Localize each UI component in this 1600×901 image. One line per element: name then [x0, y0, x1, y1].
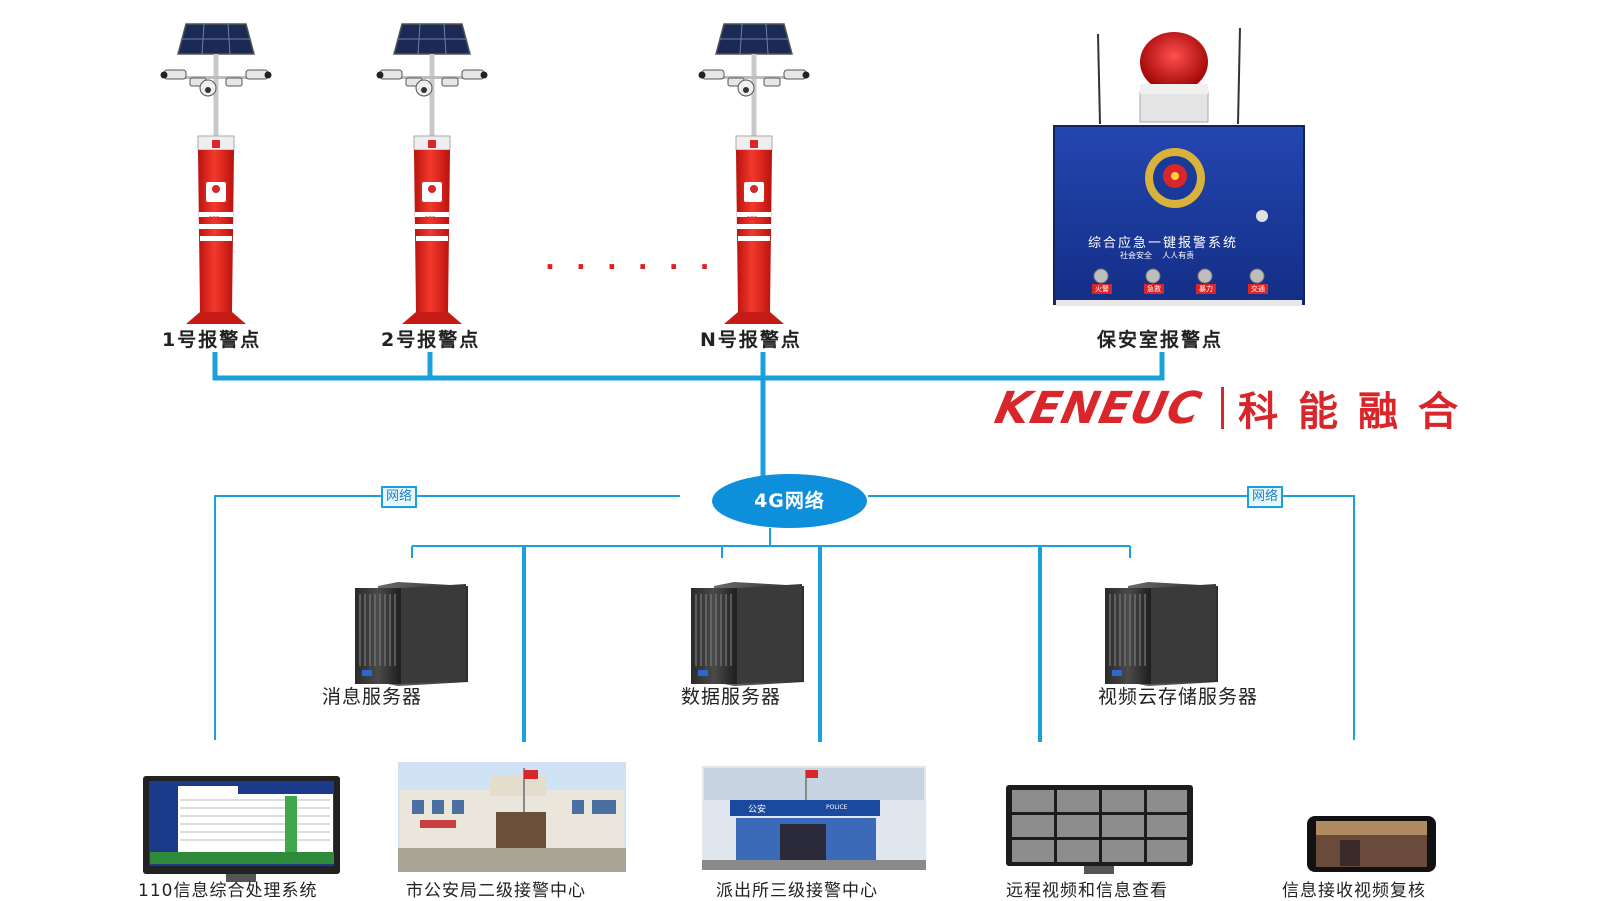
sos-label-n: SOS — [747, 216, 758, 222]
network-tag-right: 网络 — [1247, 486, 1284, 508]
endpoint-110-label: 110信息综合处理系统 — [138, 881, 318, 901]
security-alarm-box-icon — [1053, 27, 1305, 306]
alarm-box-slogan: 社会安全 人人有责 — [1120, 251, 1195, 260]
alarm-box-title: 综合应急一键报警系统 — [1088, 236, 1239, 251]
endpoint-city-label: 市公安局二级接警中心 — [406, 881, 586, 901]
alarm-pole-1-icon — [159, 23, 273, 325]
police-sign-en: POLICE — [826, 804, 848, 811]
alarm-point-2-label: 2号报警点 — [381, 329, 481, 351]
brand-divider — [1221, 387, 1225, 429]
alarm-point-1-label: 1号报警点 — [162, 329, 262, 351]
city-police-building-icon — [398, 762, 626, 872]
alarm-box-button-fire: 火警 — [1092, 284, 1112, 294]
data-server-icon — [690, 581, 805, 687]
endpoint-station-label: 派出所三级接警中心 — [716, 881, 878, 901]
network-hub-4g: 4G网络 — [712, 474, 867, 528]
alarm-box-button-violence: 暴力 — [1196, 284, 1216, 294]
security-room-label: 保安室报警点 — [1097, 329, 1224, 351]
alarm-box-button-traffic: 交通 — [1248, 284, 1268, 294]
message-server-label: 消息服务器 — [322, 686, 423, 708]
tablet-icon — [1307, 816, 1436, 872]
video-cloud-server-icon — [1104, 581, 1219, 687]
message-server-icon — [354, 581, 469, 687]
endpoint-remote-label: 远程视频和信息查看 — [1006, 881, 1168, 901]
brand-logo-cn: 科能融合 — [1238, 389, 1479, 435]
endpoint-review-label: 信息接收视频复核 — [1282, 881, 1426, 901]
connection-lines — [212, 352, 1355, 742]
monitor-110-icon — [143, 776, 340, 882]
alarm-point-n-label: N号报警点 — [700, 329, 802, 351]
brand-logo-en: KENEUC — [990, 382, 1207, 434]
ellipsis-dots: . . . . . . — [545, 246, 716, 276]
sos-label-2: SOS — [425, 216, 436, 222]
alarm-pole-n-icon — [697, 23, 811, 325]
network-tag-left: 网络 — [381, 486, 418, 508]
alarm-pole-2-icon — [375, 23, 489, 325]
data-server-label: 数据服务器 — [681, 686, 782, 708]
police-sign-cn: 公安 — [748, 805, 767, 815]
video-cloud-server-label: 视频云存储服务器 — [1098, 686, 1259, 708]
alarm-box-button-aid: 急救 — [1144, 284, 1164, 294]
brand-logo: KENEUC 科能融合 — [991, 383, 1478, 436]
video-wall-monitor-icon — [1006, 785, 1193, 874]
sos-label-1: SOS — [209, 216, 220, 222]
police-station-icon — [702, 766, 926, 870]
